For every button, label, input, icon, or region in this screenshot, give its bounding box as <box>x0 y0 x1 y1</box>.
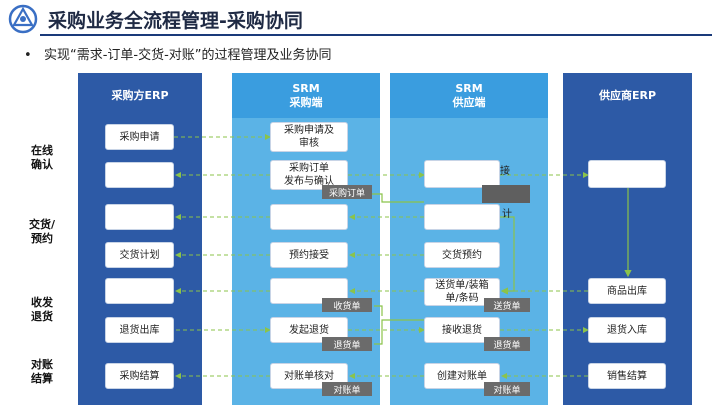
box-label: 发起退货 <box>289 324 329 336</box>
tag-purchase-order: 采购订单 <box>322 185 372 199</box>
row-label-line: 确认 <box>31 158 53 171</box>
tag-supplier-recon: 对账单 <box>484 382 530 396</box>
tag-label: 退货单 <box>493 340 521 351</box>
row-label-line: 交货/ <box>28 218 56 231</box>
box-label: 接收退货 <box>442 324 482 336</box>
box-label: 商品出库 <box>607 285 647 297</box>
column-subtitle: 供应端 <box>452 95 486 109</box>
box-delivery-booking[interactable]: 交货预约 <box>424 242 500 268</box>
arrow-tag-receipt-to-left <box>374 305 383 316</box>
tag-supplier-return: 退货单 <box>484 337 530 351</box>
box-label: 预约接受 <box>289 249 329 261</box>
arrow-row3-to-booking-right <box>500 216 515 295</box>
box-purchase-settle[interactable]: 采购结算 <box>105 363 174 389</box>
tag-label: 退货单 <box>333 340 361 351</box>
box-label: 创建对账单 <box>437 370 487 382</box>
box-purchase-request[interactable]: 采购申请 <box>105 124 174 150</box>
overflow-text-2: 计 <box>502 209 512 220</box>
tag-recon: 对账单 <box>322 382 372 396</box>
row-label-online-confirm: 在线确认 <box>22 144 62 172</box>
box-label: 销售结算 <box>607 370 647 382</box>
column-supplier-erp: 供应商ERP <box>563 73 692 405</box>
box-label: 采购结算 <box>119 370 160 382</box>
box-buyer-empty-3[interactable] <box>105 278 174 304</box>
tag-receipt: 收货单 <box>322 298 372 312</box>
tag-label: 收货单 <box>333 301 361 312</box>
row-label-line: 收发 <box>31 296 53 309</box>
box-return-in[interactable]: 退货入库 <box>588 317 666 343</box>
box-srm-supplier-empty-1[interactable] <box>424 160 500 188</box>
arrow-tag-order-to-supplier <box>372 193 424 203</box>
page-title: 采购业务全流程管理-采购协同 <box>48 10 303 32</box>
tag-label: 对账单 <box>333 385 361 396</box>
box-buyer-empty-2[interactable] <box>105 204 174 230</box>
box-request-review[interactable]: 采购申请及审核 <box>270 122 348 152</box>
row-label-reconciliation: 对账结算 <box>22 358 62 386</box>
tag-label: 采购订单 <box>328 188 365 199</box>
tag-label: 送货单 <box>493 301 521 312</box>
box-label: 退货出库 <box>119 324 160 336</box>
tag-label: 对账单 <box>493 385 521 396</box>
box-sales-settle[interactable]: 销售结算 <box>588 363 666 389</box>
tag-supplier-dark <box>482 185 530 203</box>
box-srm-supplier-empty-2[interactable] <box>424 204 500 230</box>
row-label-line: 在线 <box>31 144 53 157</box>
column-header-buyer-erp: 采购方ERP <box>78 73 202 118</box>
row-label-line: 对账 <box>31 358 53 371</box>
box-label: 交货预约 <box>442 249 482 261</box>
box-supplier-empty-1[interactable] <box>588 160 666 188</box>
column-title: SRM <box>292 81 320 95</box>
tag-return: 退货单 <box>322 337 372 351</box>
column-subtitle: 采购端 <box>289 95 323 109</box>
box-label: 退货入库 <box>607 324 647 336</box>
box-label: 采购订单 <box>289 163 329 174</box>
company-logo-icon <box>8 4 38 34</box>
column-header-supplier-erp: 供应商ERP <box>563 73 692 118</box>
box-buyer-empty-1[interactable] <box>105 162 174 188</box>
row-label-delivery-booking: 交货/预约 <box>22 218 62 246</box>
box-recon-check[interactable]: 对账单核对 <box>270 363 348 389</box>
box-label: 采购申请及 <box>284 125 334 136</box>
box-label: 审核 <box>299 138 319 149</box>
row-label-line: 结算 <box>31 372 53 385</box>
box-goods-out[interactable]: 商品出库 <box>588 278 666 304</box>
arrow-tag-return-right <box>374 319 424 345</box>
box-delivery-plan[interactable]: 交货计划 <box>105 242 174 268</box>
box-label: 发布与确认 <box>284 176 334 187</box>
row-label-line: 退货 <box>31 310 53 323</box>
column-title: 供应商ERP <box>598 88 657 102</box>
column-title: SRM <box>455 81 483 95</box>
box-label: 单/条码 <box>445 293 479 304</box>
bullet-label: 实现“需求-订单-交货-对账”的过程管理及业务协同 <box>44 48 332 63</box>
box-booking-accept[interactable]: 预约接受 <box>270 242 348 268</box>
box-label: 对账单核对 <box>284 370 334 382</box>
row-label-line: 预约 <box>31 232 53 245</box>
title-divider <box>40 34 712 36</box>
column-title: 采购方ERP <box>111 88 169 102</box>
box-label: 采购申请 <box>119 131 160 143</box>
tag-ship: 送货单 <box>484 298 530 312</box>
box-label: 送货单/装箱 <box>435 280 489 291</box>
bullet-text: •实现“需求-订单-交货-对账”的过程管理及业务协同 <box>24 48 332 63</box>
box-srm-buyer-empty-1[interactable] <box>270 204 348 230</box>
overflow-text-1: 接 <box>500 166 510 177</box>
box-label: 交货计划 <box>119 249 160 261</box>
row-label-receipt-return: 收发退货 <box>22 296 62 324</box>
box-return-out[interactable]: 退货出库 <box>105 317 174 343</box>
